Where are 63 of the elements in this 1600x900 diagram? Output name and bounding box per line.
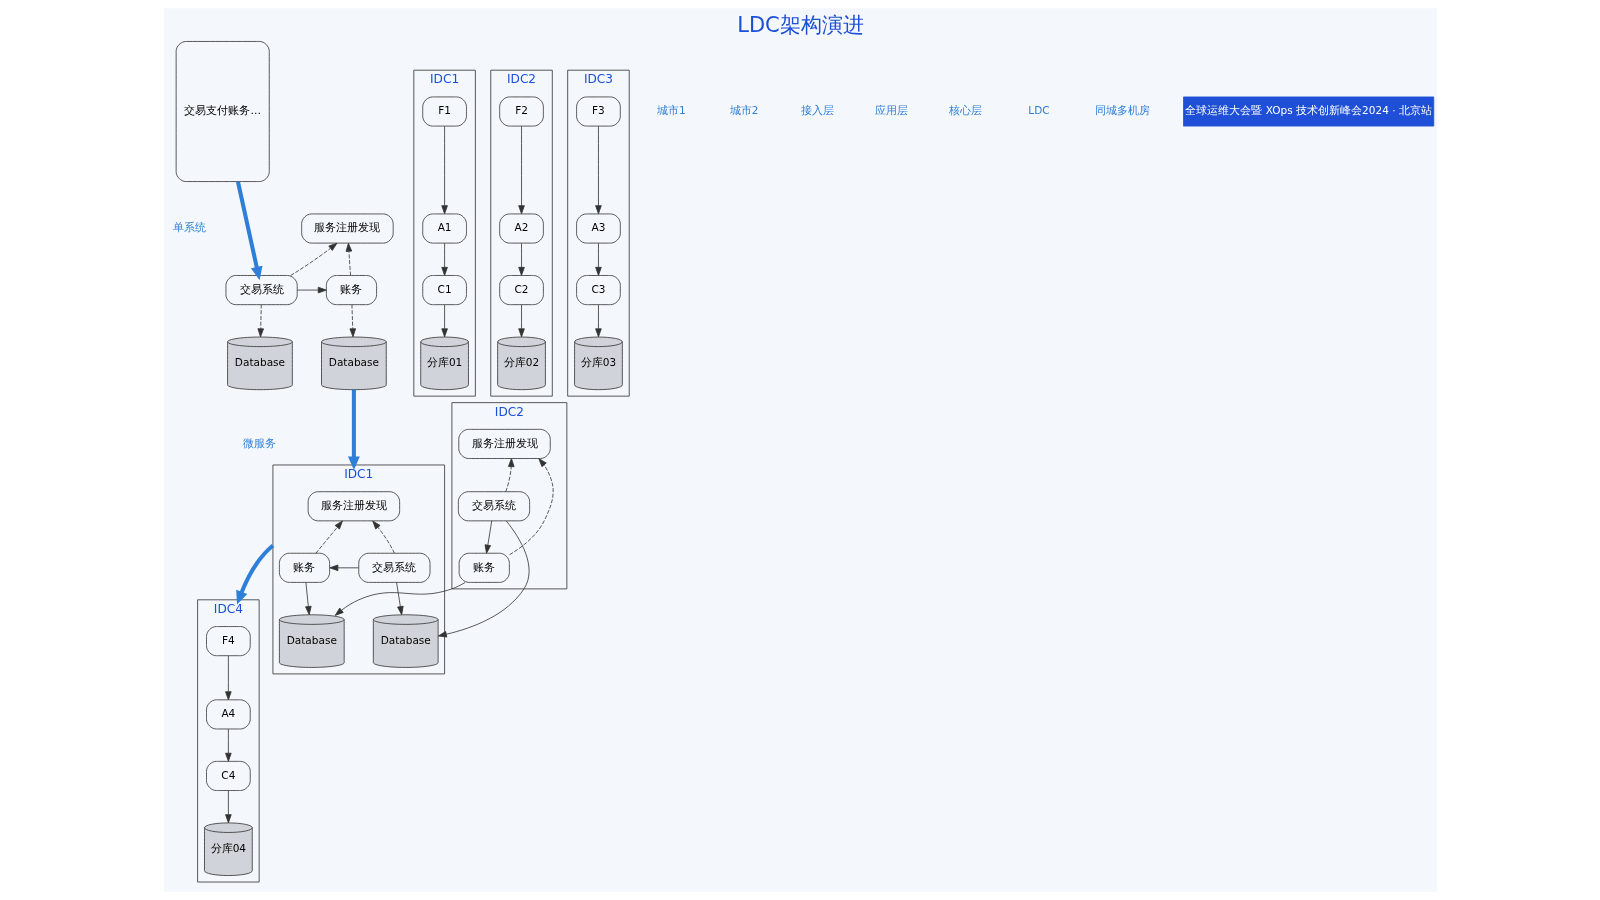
node-box: F4 (205, 626, 251, 657)
node-box: 账务 (278, 552, 330, 583)
arrow (440, 304, 448, 338)
arrow (594, 125, 602, 215)
arrow (517, 125, 525, 215)
node-box: 交易系统 (457, 491, 530, 522)
diagram-title: LDC架构演进 (736, 11, 864, 37)
node-box: 交易系统 (225, 275, 298, 306)
node-box: C1 (421, 275, 467, 306)
node-box: C4 (205, 760, 251, 791)
arrow (395, 582, 404, 616)
arrow (334, 582, 465, 616)
node-box: C2 (498, 275, 544, 306)
label: 接入层 (800, 104, 834, 117)
arrow (328, 564, 359, 572)
label: 微服务 (242, 436, 276, 449)
arrow (437, 520, 529, 638)
arrow (289, 242, 337, 276)
node-box: 服务注册发现 (300, 213, 394, 244)
arrow (296, 286, 327, 294)
node-box: C3 (575, 275, 621, 306)
arrow (345, 242, 352, 276)
arrow (484, 520, 492, 554)
node-box: F2 (498, 96, 544, 127)
arrow (304, 582, 312, 616)
node-box: A2 (498, 213, 544, 244)
label: 单系统 (172, 221, 206, 234)
node-box: 账务 (325, 275, 377, 306)
arrow (517, 304, 525, 338)
arrow (257, 304, 264, 338)
node-box: F1 (421, 96, 467, 127)
node-box: A1 (421, 213, 467, 244)
arrow (440, 242, 448, 276)
arrow (224, 655, 232, 701)
label: LDC (1027, 104, 1050, 117)
label: 城市2 (729, 104, 759, 117)
label: 同城多机房 (1094, 104, 1150, 117)
node-box: A3 (575, 213, 621, 244)
arrow (235, 181, 262, 281)
node-box: 账务 (458, 552, 510, 583)
arrow (349, 304, 356, 338)
caption: 全球运维大会暨 XOps 技术创新峰会2024 · 北京站 (1184, 104, 1432, 117)
node-box: 交易支付账务… (175, 41, 270, 182)
arrow (504, 458, 514, 492)
label: 应用层 (874, 104, 908, 117)
arrow (315, 520, 343, 554)
arrow (235, 543, 274, 605)
arrow (371, 520, 395, 554)
node-box: 服务注册发现 (307, 491, 400, 522)
node-box: F3 (575, 96, 621, 127)
label: 城市1 (656, 104, 686, 117)
arrow (440, 125, 448, 215)
node-box: 交易系统 (357, 552, 430, 583)
arrow (508, 458, 554, 556)
arrow (594, 242, 602, 276)
node-box: A4 (205, 699, 251, 730)
label: 核心层 (948, 104, 982, 117)
arrow (517, 242, 525, 276)
arrow (224, 790, 232, 824)
arrow (594, 304, 602, 338)
arrow (224, 728, 232, 762)
node-box: 服务注册发现 (457, 428, 551, 459)
arrow (347, 389, 360, 471)
